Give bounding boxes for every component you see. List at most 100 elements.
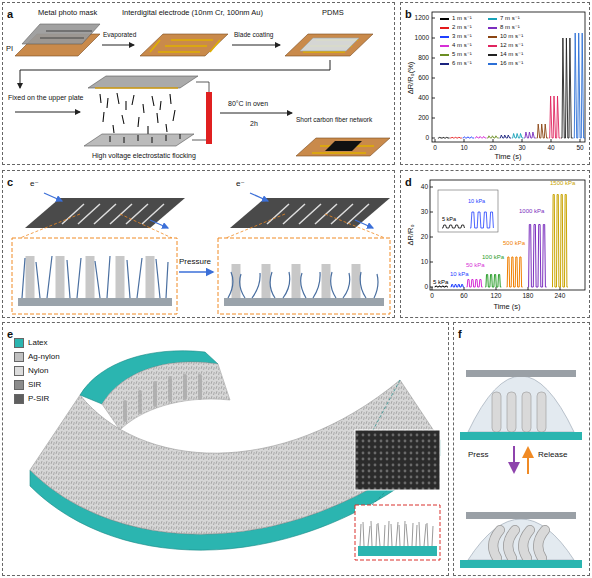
illustration-polygon: [296, 138, 390, 156]
illustration-path: [493, 530, 545, 558]
legend-entry: P-SIR: [14, 394, 49, 404]
panel-letter: e: [7, 328, 13, 340]
illustration-rect: [460, 432, 582, 440]
annotation-label: Time (s): [493, 303, 520, 311]
data-curve: [528, 225, 547, 288]
legend-text: Latex: [28, 338, 48, 347]
panel-letter: b: [405, 8, 412, 20]
legend-text: 7 m s⁻¹: [500, 15, 520, 21]
illustration-polygon: [84, 134, 194, 146]
sensor-schematic: [12, 193, 390, 314]
annotation-label: Press: [468, 451, 488, 460]
annotation-label: 10: [421, 258, 428, 265]
legend-text: 12 m s⁻¹: [500, 42, 523, 48]
data-curve: [470, 212, 493, 228]
annotation-label: Release: [538, 451, 567, 460]
illustration-path: [468, 519, 574, 560]
legend-entry: SIR: [14, 380, 41, 390]
data-curve: [507, 257, 523, 287]
annotation-label: 40: [547, 144, 554, 151]
illustration-path: [150, 40, 220, 52]
illustration-path: [20, 214, 385, 238]
annotation-label: 5 kPa: [433, 279, 448, 286]
illustration-rect: [12, 238, 177, 314]
legend-text: 10 m s⁻¹: [500, 33, 523, 39]
data-curve: [574, 33, 586, 138]
annotation-label: 20: [421, 233, 428, 240]
annotation-label: 180: [523, 292, 534, 299]
legend-text: Nylon: [28, 366, 48, 375]
legend-line-swatch: [440, 27, 449, 29]
legend-entry: 2 m s⁻¹: [440, 24, 472, 31]
data-curve: [524, 132, 536, 138]
illustration-path: [250, 193, 268, 201]
illustration-path: [125, 376, 200, 420]
illustration-rect: [218, 238, 390, 314]
annotation-label: ΔR/R₀(%): [407, 62, 415, 95]
legend-line-swatch: [488, 45, 497, 47]
illustration-line: [102, 45, 134, 46]
illustration-polygon: [25, 198, 185, 228]
illustration-rect: [206, 92, 212, 144]
annotation-label: 60: [460, 292, 467, 299]
annotation-label: High voltage electrostatic flocking: [92, 152, 196, 160]
legend-line-swatch: [488, 27, 497, 29]
legend-box-swatch: [14, 338, 24, 348]
illustration-line: [179, 271, 213, 273]
legend-text: 2 m s⁻¹: [452, 24, 472, 30]
data-curve: [561, 38, 573, 138]
annotation-label: 800: [418, 54, 429, 61]
illustration-path: [432, 18, 580, 142]
illustration-rect: [432, 12, 585, 142]
legend-text: 8 m s⁻¹: [500, 24, 520, 30]
annotation-label: 0: [430, 292, 434, 299]
legend-entry: Nylon: [14, 366, 48, 376]
illustration-polygon: [88, 76, 198, 88]
annotation-label: 50 kPa: [466, 262, 485, 269]
data-curve: [549, 96, 561, 138]
illustration-rect: [466, 512, 576, 519]
illustration-path: [100, 93, 175, 134]
legend-text: 4 m s⁻¹: [452, 42, 472, 48]
legend-box-swatch: [14, 380, 24, 390]
legend-text: Ag-nylon: [28, 352, 60, 361]
panel-letter: c: [7, 176, 13, 188]
annotation-label: 80°C in oven: [228, 100, 268, 108]
illustration-polygon: [285, 34, 373, 56]
annotation-label: 200: [418, 114, 429, 121]
legend-line-swatch: [440, 36, 449, 38]
illustration-path: [20, 60, 330, 88]
legend-entry: 7 m s⁻¹: [488, 15, 520, 22]
illustration-path: [228, 272, 378, 298]
legend-text: 6 m s⁻¹: [452, 60, 472, 66]
annotation-label: 240: [554, 292, 565, 299]
annotation-label: Time (s): [494, 153, 521, 161]
legend-line-swatch: [440, 54, 449, 56]
annotation-label: 500 kPa: [503, 240, 525, 247]
panel-letter: a: [7, 8, 13, 20]
fabrication-steps: [15, 24, 390, 156]
annotation-label: 30: [421, 208, 428, 215]
annotation-label: Fixed on the upper plate: [8, 94, 84, 102]
annotation-label: Evaporated: [103, 31, 136, 38]
legend-line-swatch: [488, 36, 497, 38]
illustration-rect: [224, 298, 384, 306]
legend-text: 3 m s⁻¹: [452, 33, 472, 39]
annotation-label: 1000: [415, 34, 429, 41]
legend-entry: 12 m s⁻¹: [488, 42, 523, 49]
illustration-path: [192, 82, 209, 140]
annotation-label: 0: [433, 144, 437, 151]
legend-entry: 8 m s⁻¹: [488, 24, 520, 31]
panel-frame: c: [2, 170, 395, 318]
illustration-path: [150, 220, 168, 228]
legend-entry: 5 m s⁻¹: [440, 51, 472, 58]
annotation-label: 10 kPa: [450, 271, 469, 278]
annotation-label: 5 kPa: [442, 216, 456, 222]
data-curve: [451, 285, 464, 288]
legend-line-swatch: [440, 45, 449, 47]
illustration-path: [95, 87, 178, 89]
legend-text: SIR: [28, 380, 41, 389]
legend-entry: 6 m s⁻¹: [440, 60, 472, 67]
annotation-label: 40: [421, 183, 428, 190]
legend-text: 1 m s⁻¹: [452, 15, 472, 21]
